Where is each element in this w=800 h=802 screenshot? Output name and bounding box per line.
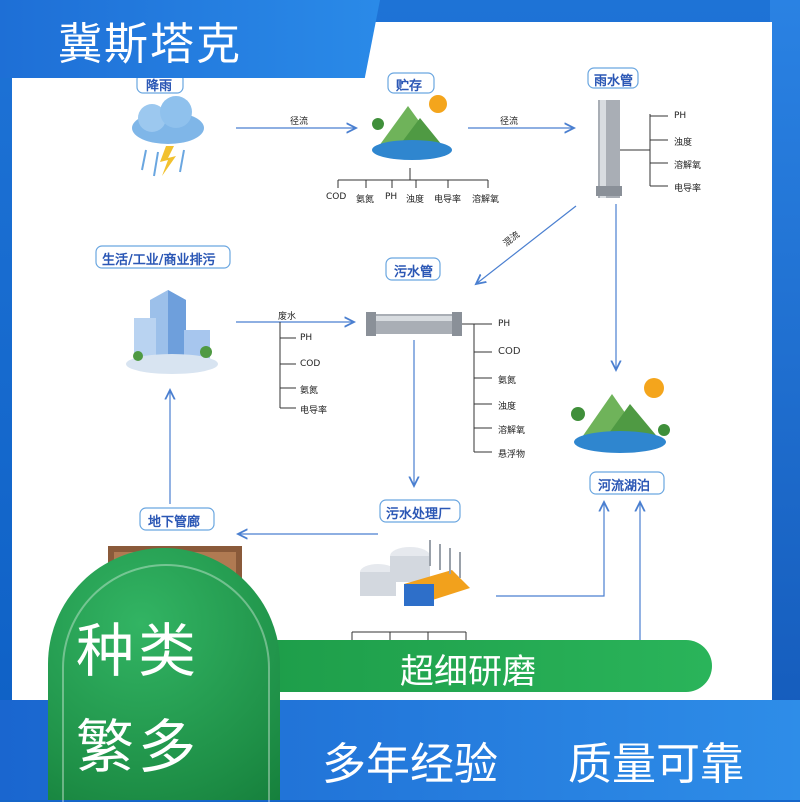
edge-label-runoff-1: 径流	[290, 117, 309, 127]
bottom-text-quality: 质量可靠	[568, 739, 744, 790]
node-tunnel: 地下管廊	[148, 515, 201, 530]
node-sewage-pipe: 污水管	[394, 265, 434, 280]
badge-line-1: 种类	[76, 617, 201, 685]
frame-stripe	[770, 0, 800, 800]
storage-mountain-icon	[372, 95, 452, 160]
node-domestic: 生活/工业/商业排污	[102, 253, 216, 268]
edge-mixed	[476, 205, 577, 284]
node-plant: 污水处理厂	[386, 507, 452, 522]
storage-param: 氨氮	[356, 195, 375, 205]
green-banner	[272, 640, 712, 692]
rainpipe-param: PH	[674, 111, 687, 121]
node-river: 河流湖泊	[598, 479, 651, 494]
domestic-title-box	[95, 245, 231, 269]
tunnel-title-box	[139, 507, 215, 531]
sewagepipe-title-box	[385, 257, 441, 281]
sewage-param: 浊度	[498, 402, 517, 412]
rainpipe-param: 溶解氧	[674, 161, 702, 171]
plant-title-box	[379, 499, 461, 523]
building-icon	[126, 290, 218, 374]
sewage-param: 氨氮	[498, 376, 517, 386]
bottom-text-experience: 多年经验	[322, 739, 498, 790]
sewage-param: 悬浮物	[498, 450, 526, 460]
sewage-param: 溶解氧	[498, 426, 526, 436]
storage-param: 溶解氧	[472, 195, 500, 205]
sewage-param: COD	[498, 346, 521, 357]
sewage-param: PH	[498, 319, 511, 329]
node-storage: 贮存	[396, 79, 423, 94]
waste-param: PH	[300, 333, 313, 343]
storage-param: 浊度	[406, 195, 425, 205]
treatment-plant-icon	[360, 540, 470, 606]
node-rain-pipe: 雨水管	[594, 74, 634, 89]
brand-name: 冀斯塔克	[58, 19, 242, 70]
river-mountain-icon	[571, 378, 670, 453]
sewage-pipe-icon	[366, 312, 462, 336]
rainpipe-title-box	[587, 67, 639, 89]
node-rain: 降雨	[146, 79, 173, 94]
storage-param: COD	[326, 192, 347, 202]
rainpipe-param: 电导率	[674, 184, 702, 194]
rainpipe-param: 浊度	[674, 138, 693, 148]
variety-badge-ring	[62, 564, 270, 802]
waste-param: 氨氮	[300, 386, 319, 396]
edge-label-waste: 废水	[278, 312, 297, 322]
badge-line-2: 繁多	[76, 713, 201, 781]
brand-tab	[0, 0, 380, 78]
rain-pipe-icon	[596, 100, 622, 198]
rain-cloud-icon	[132, 96, 204, 177]
storage-param: PH	[385, 192, 398, 202]
waste-param: COD	[300, 359, 321, 369]
edge-plant-river	[496, 502, 604, 597]
river-title-box	[589, 471, 665, 495]
edge-label-runoff-2: 径流	[500, 117, 519, 127]
green-banner-text: 超细研磨	[400, 652, 536, 692]
waste-param: 电导率	[300, 406, 328, 416]
storage-param: 电导率	[434, 195, 462, 205]
storage-title-box	[387, 72, 435, 94]
